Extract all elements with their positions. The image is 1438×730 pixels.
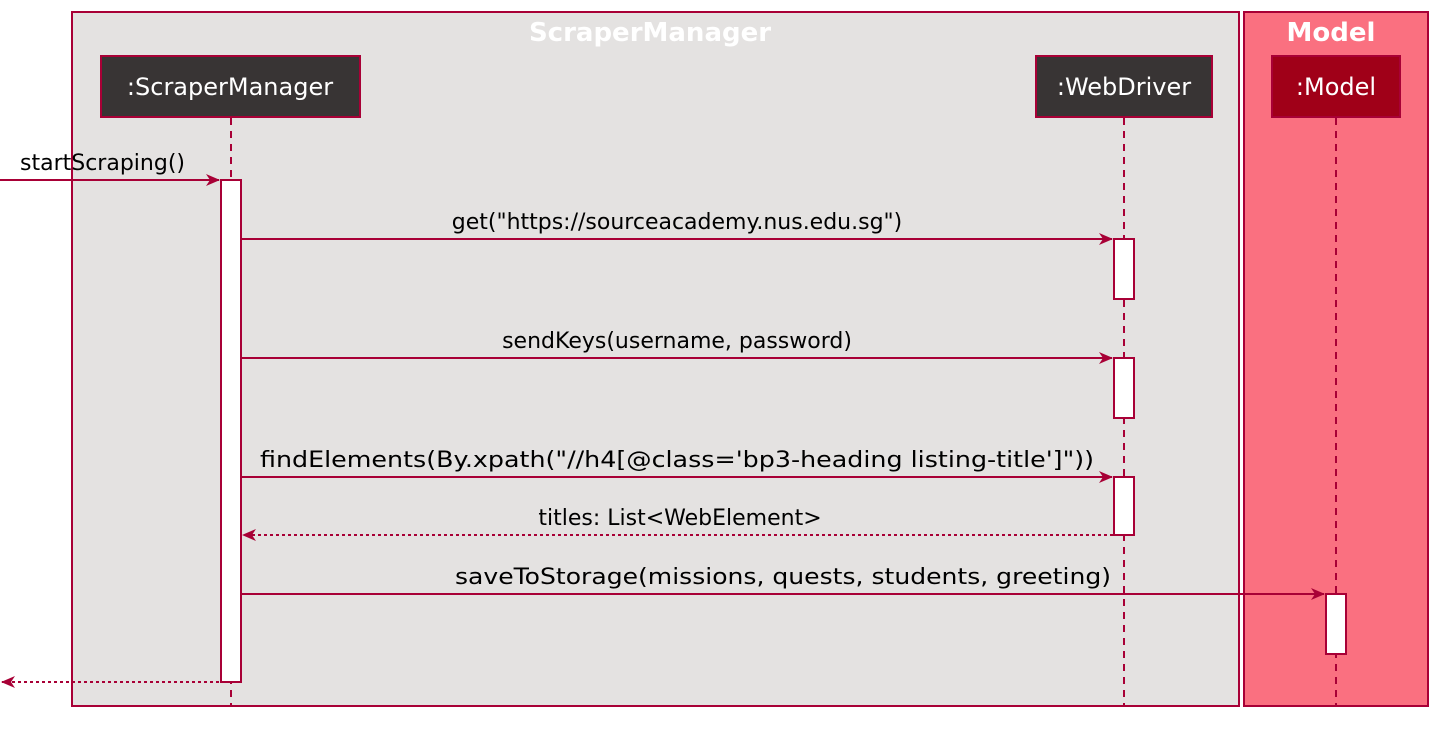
titles-return-label: titles: List<WebElement> [538, 506, 821, 531]
model-participant-label: :Model [1296, 73, 1376, 101]
web-driver-participant-label: :WebDriver [1057, 73, 1191, 101]
send-keys-label: sendKeys(username, password) [502, 329, 852, 354]
model-activation [1325, 593, 1347, 655]
find-elements-label: findElements(By.xpath("//h4[@class='bp3-… [260, 448, 1094, 473]
save-to-storage-label: saveToStorage(missions, quests, students… [455, 565, 1111, 590]
get-url-label: get("https://sourceacademy.nus.edu.sg") [452, 210, 903, 235]
web-driver-activation-findelements [1113, 476, 1135, 536]
scraper-manager-participant [100, 55, 361, 118]
web-driver-activation-get [1113, 238, 1135, 300]
web-driver-activation-sendkeys [1113, 357, 1135, 419]
model-group-title: Model [1287, 18, 1376, 48]
web-driver-participant [1035, 55, 1213, 118]
scraper-manager-activation [220, 179, 242, 683]
start-scraping-label: startScraping() [20, 151, 185, 176]
scraper-manager-participant-label: :ScraperManager [127, 73, 333, 101]
model-participant [1271, 55, 1401, 118]
scraper-manager-group-title: ScraperManager [529, 18, 771, 48]
